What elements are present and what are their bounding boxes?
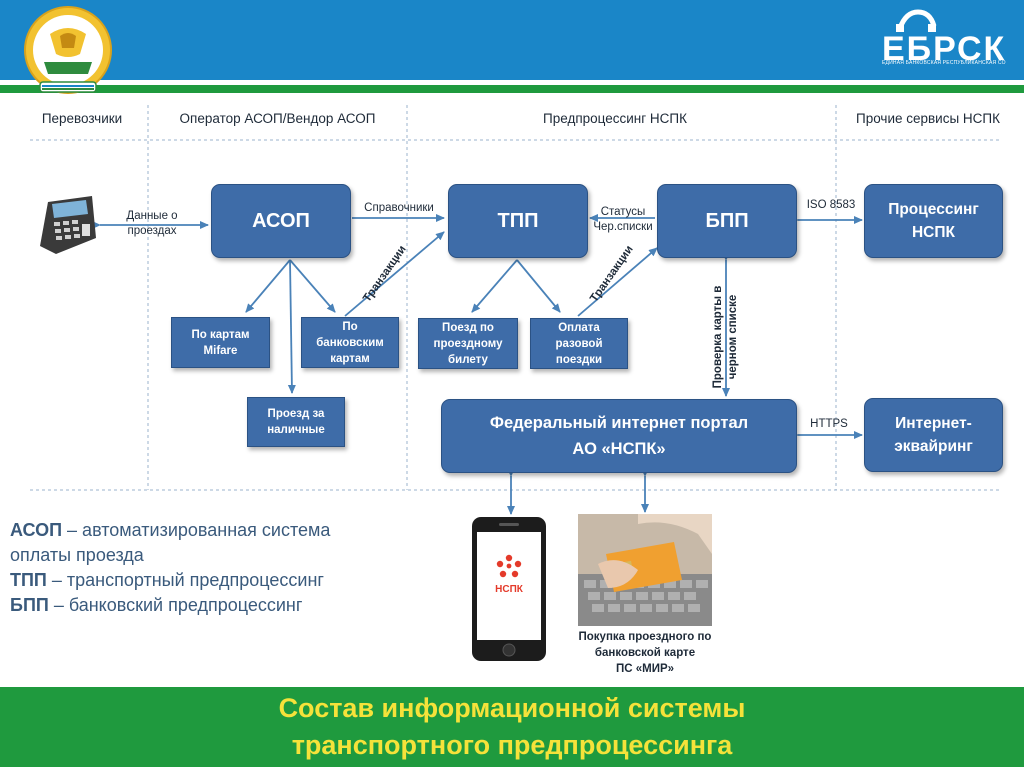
photo-caption: Покупка проездного по банковской карте П… [578,631,712,675]
phone-brand-text: НСПК [495,584,524,595]
column-header-operator: Оператор АСОП/Вендор АСОП [179,111,376,126]
column-header-other-services: Прочие сервисы НСПК [855,111,1000,126]
card-purchase-photo [578,514,712,626]
header-stripe-white [0,80,1024,85]
bashkortostan-emblem-icon [24,6,112,94]
blacklist-check-label: Проверка карты в черном списке [712,285,739,389]
logo-text: ЕБРСК [882,30,1005,68]
internet-acquiring-box: Интернет-эквайринг [864,398,1003,472]
legend: АСОП – автоматизированная система оплаты… [10,518,330,618]
logo-subtext: ЕДИНАЯ БАНКОВСКАЯ РЕСПУБЛИКАНСКАЯ СОЦИАЛ… [882,60,1006,66]
https-label: HTTPS [810,418,848,430]
iso-8583-label: ISO 8583 [806,199,856,211]
legend-tpp: ТПП – транспортный предпроцессинг [10,570,324,590]
legend-bpp: БПП – банковский предпроцессинг [10,595,303,615]
bpp-box: БПП [657,184,797,258]
smartphone-nspk-icon: НСПК [472,517,546,661]
legend-asop-cont: оплаты проезда [10,545,144,565]
trip-data-label: Данные о проездах [126,210,178,237]
column-header-preprocessing: Предпроцессинг НСПК [543,111,687,126]
header-bar [0,0,1024,80]
payment-terminal-icon [40,196,96,254]
tpp-box: ТПП [448,184,588,258]
footer-bar [0,687,1024,767]
ebrsk-logo-icon: ЕБРСК [882,9,1005,68]
legend-asop: АСОП – автоматизированная система [10,520,331,540]
directories-label: Справочники [364,202,434,214]
statuses-label: Статусы Чер.списки [593,206,653,233]
column-header-carriers: Перевозчики [41,111,123,126]
header-stripe-green [0,85,1024,93]
footer-title: Состав информационной системы транспортн… [278,693,746,760]
asop-box: АСОП [211,184,351,258]
